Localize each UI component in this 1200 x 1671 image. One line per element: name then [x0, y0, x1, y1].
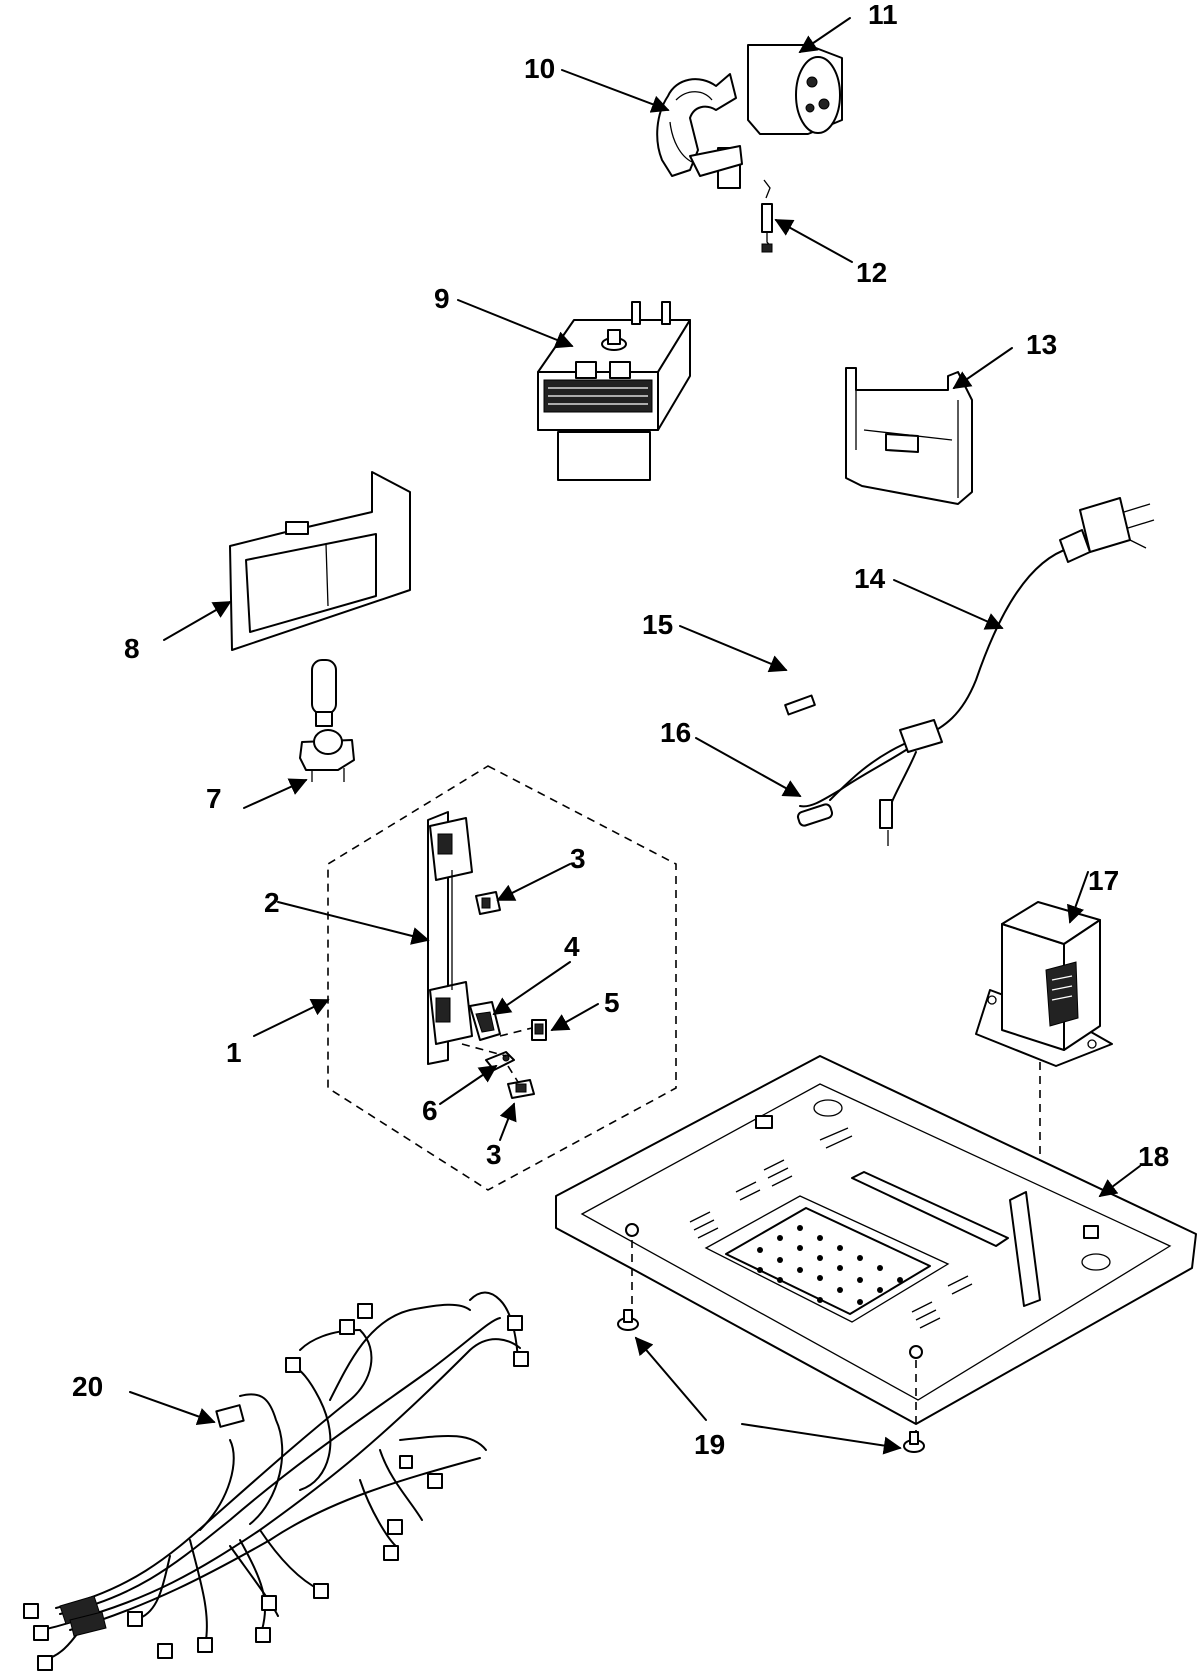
part-10-capacitor-bracket: [656, 73, 743, 189]
arrow-12: [774, 219, 853, 263]
label-19: 19: [694, 1429, 725, 1460]
part-14-power-cord: [799, 497, 1155, 846]
arrow-17: [1067, 871, 1089, 924]
base-slots: [689, 1159, 973, 1329]
label-7: 7: [206, 783, 222, 814]
leader-arrows: [129, 17, 1141, 1455]
label-14: 14: [854, 563, 886, 594]
part-4-actuator: [469, 1001, 501, 1041]
part-19-screws: [617, 1223, 925, 1453]
label-3-upper: 3: [570, 843, 586, 874]
label-18: 18: [1138, 1141, 1169, 1172]
part-1-interlock-assembly: [327, 765, 677, 1191]
part-3-switch-lower: [507, 1079, 535, 1099]
label-4: 4: [564, 931, 580, 962]
interlock-hidden-lines: [461, 1027, 533, 1083]
label-11: 11: [868, 0, 898, 30]
part-11-capacitor: [747, 44, 843, 135]
label-10: 10: [524, 53, 555, 84]
label-2: 2: [264, 887, 280, 918]
arrow-16: [695, 737, 802, 797]
arrow-15: [679, 625, 788, 673]
arrow-19-upper: [634, 1336, 707, 1421]
label-16: 16: [660, 717, 691, 748]
label-20: 20: [72, 1371, 103, 1402]
arrow-6: [439, 1064, 498, 1105]
label-1: 1: [226, 1037, 242, 1068]
arrow-14: [893, 579, 1004, 630]
part-6-lever: [485, 1051, 515, 1071]
arrow-1: [253, 998, 330, 1037]
label-12: 12: [856, 257, 887, 288]
label-15: 15: [642, 609, 673, 640]
label-6: 6: [422, 1095, 438, 1126]
label-13: 13: [1026, 329, 1057, 360]
part-5-switch: [531, 1019, 547, 1041]
part-2-latch-board: [427, 811, 473, 1065]
part-15-fuse: [784, 694, 816, 716]
part-9-magnetron: [537, 301, 691, 481]
part-3-switch-upper: [475, 891, 501, 915]
part-12-fuse: [761, 179, 773, 253]
label-5: 5: [604, 987, 620, 1018]
part-20-wire-harness: [23, 1291, 529, 1671]
part-8-cover: [229, 471, 411, 651]
arrow-3-upper: [496, 863, 571, 901]
arrow-5: [550, 1003, 599, 1031]
callout-labels: 11 10 12 9 13 14 15 8 16 7 3 17 2 4 5 1 …: [72, 0, 1169, 1460]
arrow-8: [163, 601, 232, 641]
label-3-lower: 3: [486, 1139, 502, 1170]
arrow-11: [798, 17, 851, 54]
label-9: 9: [434, 283, 450, 314]
arrow-2: [277, 901, 430, 945]
arrow-13: [952, 347, 1013, 390]
arrow-4: [492, 961, 571, 1016]
arrow-18: [1098, 1165, 1141, 1198]
label-17: 17: [1088, 865, 1119, 896]
arrow-7: [243, 778, 308, 809]
arrow-20: [129, 1391, 216, 1426]
arrow-3-lower: [499, 1102, 517, 1141]
part-17-transformer: [975, 901, 1113, 1067]
harness-connectors: [23, 1303, 529, 1671]
base-vent-holes: [757, 1225, 903, 1305]
part-18-base-plate: [555, 1055, 1197, 1425]
label-8: 8: [124, 633, 140, 664]
arrow-10: [561, 69, 670, 113]
arrow-9: [457, 299, 574, 349]
part-13-bracket: [845, 367, 973, 505]
arrow-19-lower: [741, 1423, 902, 1455]
part-16-fuse-holder: [796, 803, 834, 827]
part-7-lamp-socket: [299, 659, 355, 782]
